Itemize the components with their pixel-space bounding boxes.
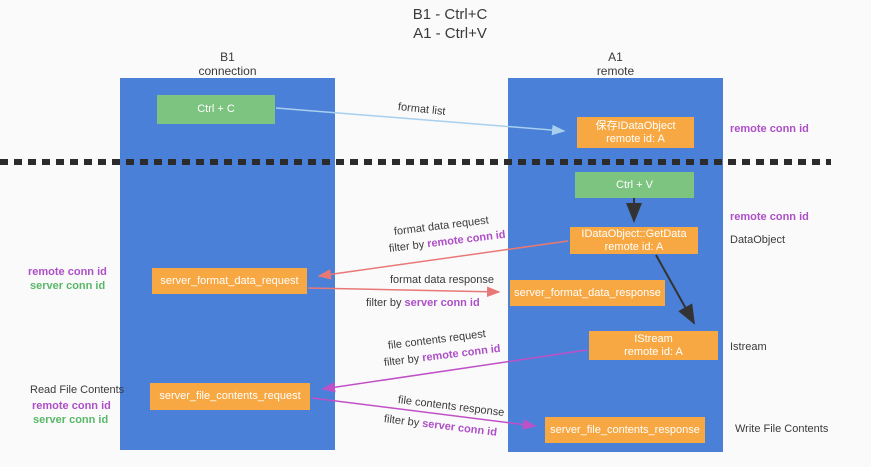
server-file-contents-request-box: server_file_contents_request [150, 383, 310, 410]
server-conn-id-label-left-lower: server conn id [33, 414, 109, 426]
server-format-data-response-box: server_format_data_response [510, 280, 665, 306]
column-a1-subtitle: remote [596, 64, 635, 78]
format-data-response-arrow-label: format data response [390, 274, 494, 286]
getdata-remote-id: remote id: A [604, 240, 664, 253]
remote-conn-id-label-right: remote conn id [730, 211, 809, 223]
save-idataobject-box: 保存IDataObject remote id: A [577, 117, 694, 148]
remote-conn-id-label-left-lower: remote conn id [32, 400, 111, 412]
istream-side-label: Istream [730, 341, 767, 353]
dataobject-label: DataObject [730, 234, 786, 246]
save-idataobject-remote-id: remote id: A [606, 132, 665, 145]
ctrl-c-label: Ctrl + C [197, 103, 235, 115]
format-list-arrow-label: format list [397, 101, 447, 118]
read-file-contents-label: Read File Contents [30, 384, 125, 396]
server-file-contents-response-box: server_file_contents_response [545, 417, 705, 443]
copy-paste-boundary-dashed-line [0, 159, 831, 165]
filter-by-text: filter by [383, 352, 423, 369]
title-line-paste: A1 - Ctrl+V [413, 25, 487, 42]
idataobject-getdata-box: IDataObject::GetData remote id: A [570, 227, 698, 254]
filter-by-text: filter by [383, 413, 423, 430]
column-b1-name: B1 [220, 50, 235, 64]
diagram-title: B1 - Ctrl+C A1 - Ctrl+V [370, 5, 530, 43]
file-contents-response-filter-label: filter by server conn id [383, 413, 497, 439]
getdata-label: IDataObject::GetData [581, 227, 687, 240]
title-line-copy: B1 - Ctrl+C [412, 6, 488, 23]
column-header-b1-connection: B1 connection [120, 50, 335, 78]
server-conn-id-inline: server conn id [421, 417, 498, 439]
save-idataobject-label: 保存IDataObject [595, 119, 676, 132]
format-data-response-arrow [307, 286, 501, 297]
server-file-contents-request-label: server_file_contents_request [159, 390, 301, 402]
istream-box: IStream remote id: A [589, 331, 718, 360]
server-format-data-request-box: server_format_data_request [152, 268, 307, 294]
file-contents-response-arrow-label: file contents response [397, 394, 505, 419]
server-conn-id-inline: server conn id [404, 297, 480, 309]
filter-by-text: filter by [366, 297, 405, 309]
server-format-data-response-label: server_format_data_response [514, 286, 661, 299]
ctrl-c-box: Ctrl + C [157, 95, 275, 124]
column-header-a1-remote: A1 remote [508, 50, 723, 78]
remote-conn-id-label-top-right: remote conn id [730, 123, 809, 135]
remote-conn-id-label-left-upper: remote conn id [28, 266, 107, 278]
ctrl-v-box: Ctrl + V [575, 172, 694, 198]
write-file-contents-label: Write File Contents [735, 423, 829, 435]
column-b1-subtitle: connection [198, 64, 257, 78]
istream-label: IStream [634, 332, 673, 345]
column-a1-name: A1 [608, 50, 623, 64]
server-file-contents-response-label: server_file_contents_response [550, 423, 700, 436]
server-conn-id-label-left-upper: server conn id [30, 280, 106, 292]
filter-by-text: filter by [388, 238, 428, 255]
format-data-response-filter-label: filter by server conn id [366, 297, 480, 309]
istream-remote-id: remote id: A [624, 345, 683, 358]
ctrl-v-label: Ctrl + V [616, 178, 653, 191]
server-format-data-request-label: server_format_data_request [160, 274, 299, 287]
